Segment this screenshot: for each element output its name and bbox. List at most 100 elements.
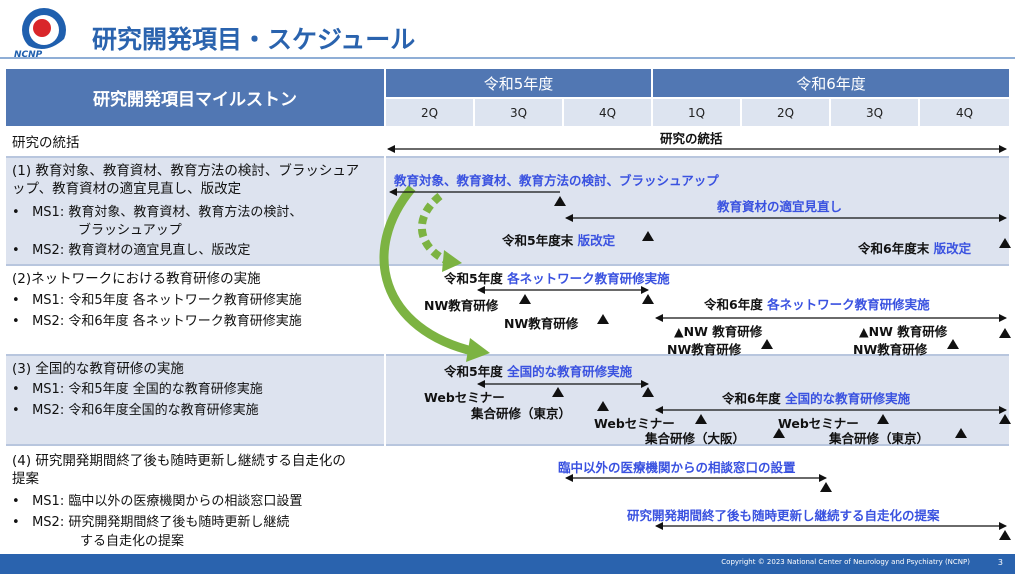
milestone-label: Webセミナー [778, 416, 859, 431]
bullet-item: • MS1: 教育対象、教育資材、教育方法の検討、 [12, 205, 303, 220]
gantt-prefix: 令和5年度 [444, 364, 503, 379]
bullet-text: MS1: 教育対象、教育資材、教育方法の検討、 [32, 205, 303, 220]
milestone-label: NW教育研修 [504, 316, 579, 331]
milestone-label: 令和6年度末 版改定 [858, 238, 971, 257]
quarter-cell: 3Q [831, 99, 918, 126]
quarter-cell: 3Q [475, 99, 562, 126]
milestone-label: 集合研修（大阪） [645, 431, 746, 446]
page-title: 研究開発項目・スケジュール [92, 25, 416, 54]
row-background [6, 158, 1009, 264]
gantt-label: 研究の統括 [660, 131, 723, 146]
quarter-label: 3Q [865, 105, 884, 120]
year2-header: 令和6年度 [653, 69, 1009, 97]
bullet-item: • MS2: 令和6年度 各ネットワーク教育研修実施 [12, 314, 302, 329]
milestone-label: 令和5年度末 版改定 [502, 230, 615, 249]
milestone-label: ▲NW 教育研修 [674, 324, 763, 339]
page-number: 3 [997, 558, 1003, 567]
milestone-text: NW 教育研修 [868, 324, 948, 339]
row-heading: (1) 教育対象、教育資材、教育方法の検討、ブラッシュアップ、教育資材の適宜見直… [12, 163, 360, 197]
quarter-label: 1Q [687, 105, 706, 120]
milestone-triangle-icon [773, 428, 785, 438]
gantt-label: 令和6年度 各ネットワーク教育研修実施 [704, 294, 930, 313]
bullet-text: MS2: 教育資材の適宜見直し、版改定 [32, 243, 251, 258]
quarter-cell: 4Q [564, 99, 651, 126]
milestone-label: 集合研修（東京） [471, 406, 572, 421]
gantt-blue: 全国的な教育研修実施 [507, 364, 633, 379]
milestone-triangle-icon [554, 196, 566, 206]
row-divider [6, 264, 1009, 266]
quarter-label: 4Q [598, 105, 617, 120]
gantt-blue: 各ネットワーク教育研修実施 [767, 297, 930, 312]
bullet-item: • MS2: 令和6年度全国的な教育研修実施 [12, 403, 259, 418]
milestone-triangle-icon [761, 339, 773, 349]
bullet-text: MS2: 令和6年度全国的な教育研修実施 [32, 403, 259, 418]
milestone-triangle-icon [947, 339, 959, 349]
quarter-cell: 4Q [920, 99, 1009, 126]
bullet-text: MS1: 令和5年度 全国的な教育研修実施 [32, 382, 263, 397]
milestone-header: 研究開発項目マイルストン [6, 69, 384, 126]
milestone-triangle-icon [999, 414, 1011, 424]
milestone-triangle-icon [552, 387, 564, 397]
gantt-prefix: 令和6年度 [722, 391, 781, 406]
row-background [6, 356, 1009, 444]
bullet-text: MS1: 令和5年度 各ネットワーク教育研修実施 [32, 293, 302, 308]
gantt-label: 研究開発期間終了後も随時更新し継続する自走化の提案 [627, 508, 940, 523]
gantt-blue: 全国的な教育研修実施 [785, 391, 911, 406]
milestone-triangle-icon [695, 414, 707, 424]
title-divider [0, 57, 1015, 59]
quarter-label: 2Q [420, 105, 439, 120]
green-curved-arrow-head [466, 338, 490, 362]
milestone-triangle-icon [877, 414, 889, 424]
gantt-label: 臨中以外の医療機関からの相談窓口の設置 [558, 460, 796, 475]
milestone-triangle-icon [597, 401, 609, 411]
bullet-text-continued: する自走化の提案 [80, 534, 185, 549]
quarter-cell: 1Q [653, 99, 740, 126]
bullet-text: MS2: 令和6年度 各ネットワーク教育研修実施 [32, 314, 302, 329]
bullet-item: • MS1: 令和5年度 各ネットワーク教育研修実施 [12, 293, 302, 308]
row-divider [6, 354, 1009, 356]
gantt-blue: 各ネットワーク教育研修実施 [507, 271, 670, 286]
gantt-prefix: 令和6年度 [704, 297, 763, 312]
milestone-triangles [519, 196, 1011, 540]
milestone-label: Webセミナー [424, 390, 505, 405]
milestone-blue: 版改定 [577, 233, 616, 248]
milestone-triangle-icon [597, 314, 609, 324]
milestone-blue: 版改定 [933, 241, 972, 256]
green-curved-arrow [379, 185, 478, 357]
milestone-label: 集合研修（東京） [829, 431, 930, 446]
column-divider [384, 128, 386, 552]
footer-bar [0, 554, 1015, 574]
row-heading: 研究の統括 [12, 135, 80, 151]
bullet-text: MS1: 臨中以外の医療機関からの相談窓口設置 [32, 494, 303, 509]
quarter-cell: 2Q [386, 99, 473, 126]
row-background [6, 266, 1009, 354]
bullet-item: • MS1: 令和5年度 全国的な教育研修実施 [12, 382, 263, 397]
milestone-prefix: 令和5年度末 [502, 233, 574, 248]
quarter-label: 2Q [776, 105, 795, 120]
bullet-text-continued: ブラッシュアップ [78, 223, 182, 238]
milestone-header-label: 研究開発項目マイルストン [93, 90, 297, 110]
year1-header: 令和5年度 [386, 69, 651, 97]
milestone-label: ▲NW 教育研修 [859, 324, 948, 339]
milestone-triangle-icon [820, 482, 832, 492]
milestone-triangle-icon [955, 428, 967, 438]
row-heading: (4) 研究開発期間終了後も随時更新し継続する自走化の提案 [12, 453, 346, 487]
row-heading: (2)ネットワークにおける教育研修の実施 [12, 271, 261, 287]
milestone-triangle-icon [519, 294, 531, 304]
year2-label: 令和6年度 [796, 74, 866, 93]
gantt-label: 教育資材の適宜見直し [717, 199, 843, 214]
gantt-label: 教育対象、教育資材、教育方法の検討、ブラッシュアップ [394, 173, 719, 188]
milestone-triangle-icon [642, 294, 654, 304]
green-dashed-arrow-head [442, 250, 462, 272]
milestone-triangle-icon [999, 530, 1011, 540]
gantt-label: 令和5年度 全国的な教育研修実施 [444, 361, 632, 380]
milestone-label: NW教育研修 [424, 298, 499, 313]
milestone-triangle-icon [642, 231, 654, 241]
milestone-label: NW教育研修 [667, 342, 742, 357]
milestone-triangle-icon [642, 387, 654, 397]
copyright-text: Copyright © 2023 National Center of Neur… [721, 558, 970, 566]
row-background [6, 446, 1009, 552]
milestone-triangle-icon [999, 238, 1011, 248]
milestone-label: Webセミナー [594, 416, 675, 431]
